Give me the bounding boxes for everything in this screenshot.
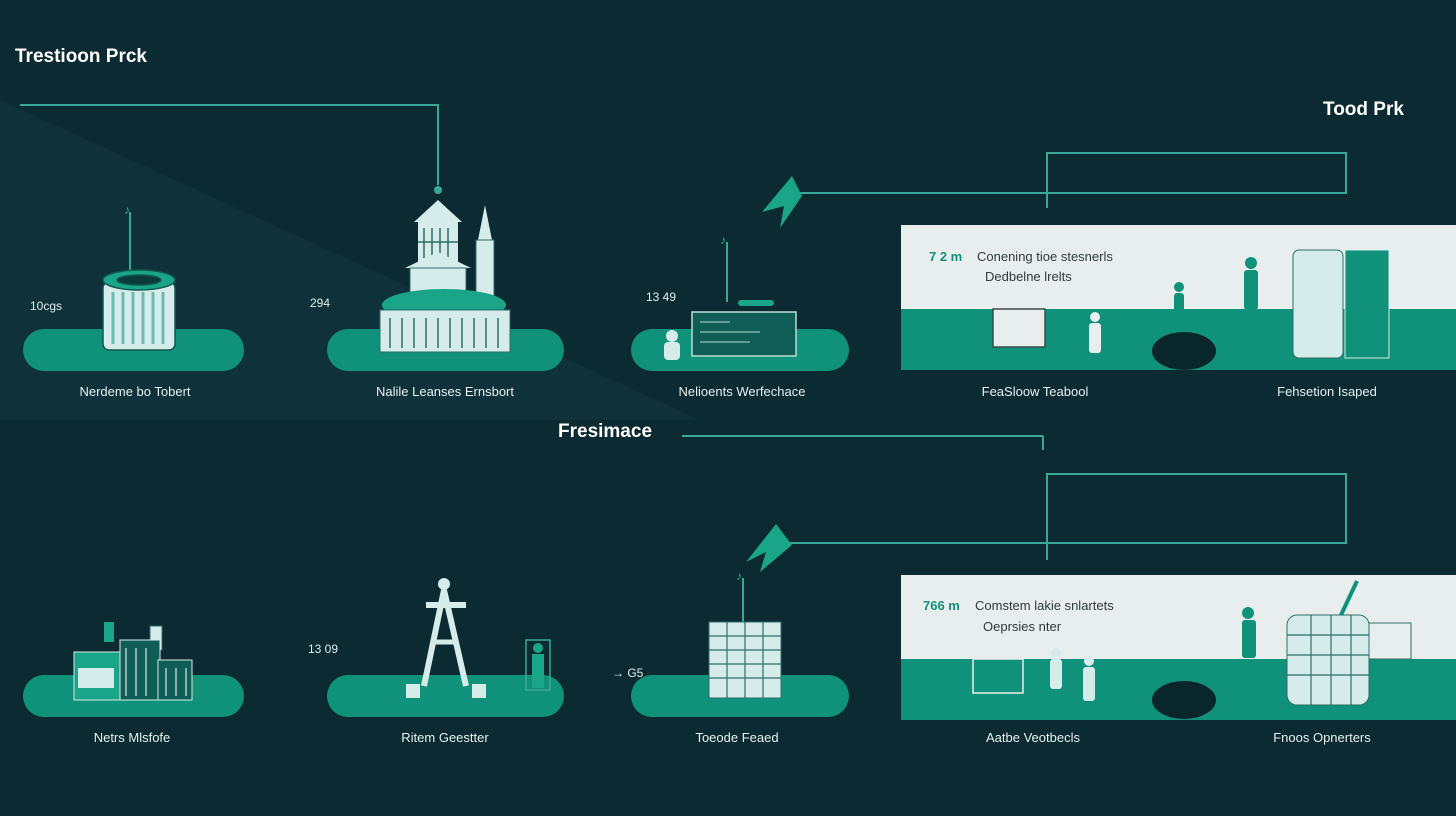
person-icon (1050, 648, 1062, 689)
office-desk-icon: ♪ (664, 233, 797, 360)
office-building-icon: ♪ (708, 569, 782, 699)
panel-accent-value: 7 2 m (929, 249, 963, 264)
panel-illustration (992, 249, 1390, 359)
person-icon (1242, 607, 1256, 658)
connector-node (434, 186, 442, 194)
water-tower-icon: ♪ (102, 203, 176, 351)
person-icon (1083, 656, 1095, 701)
tower-icon (1368, 622, 1412, 660)
tower-icon (1286, 614, 1370, 706)
station-caption: Nelioents Werfechace (678, 384, 806, 399)
arrow-flag-icon (762, 176, 802, 228)
svg-text:♪: ♪ (124, 203, 130, 217)
station-caption: Nalile Leanses Ernsbort (375, 384, 515, 399)
crane-icon (1339, 580, 1359, 616)
station-caption: Netrs Mlsfofe (93, 730, 171, 745)
station-number: 294 (310, 296, 331, 310)
panel-caption-left: Aatbe Veotbecls (986, 730, 1080, 745)
panel-hole (1152, 681, 1216, 719)
tower-icon (1344, 249, 1390, 359)
station-caption: Toeode Feaed (695, 730, 779, 745)
info-panel: 766 m Comstem lakie snlartets Oeprsies n… (901, 575, 1456, 720)
whiteboard-icon (972, 658, 1024, 694)
station-caption: Nerdeme bo Tobert (79, 384, 191, 399)
connector-top-left (20, 104, 439, 185)
title-top-left: Trestioon Prck (15, 46, 147, 67)
title-top-right: Tood Prk (1323, 99, 1404, 120)
station-number: 13 09 (308, 642, 339, 656)
person-icon (1174, 282, 1184, 313)
svg-text:♪: ♪ (720, 233, 726, 247)
panel-text-line1: Comstem lakie snlartets (975, 598, 1114, 613)
station-number: 10cgs (30, 299, 63, 313)
station-caption: Ritem Geestter (401, 730, 489, 745)
oil-derrick-icon (406, 578, 551, 698)
station-number: → G5 (612, 666, 644, 680)
panel-text-line2: Oeprsies nter (983, 619, 1062, 634)
panel-hole (1152, 332, 1216, 370)
station-number: 13 49 (646, 290, 677, 304)
connector-top-right (800, 152, 1347, 208)
panel-text-line2: Dedbelne lrelts (985, 269, 1072, 284)
title-middle: Fresimace (558, 421, 653, 442)
person-icon (1089, 312, 1101, 353)
palace-icon (379, 200, 511, 353)
panel-text-line1: Conening tioe stesnerls (977, 249, 1113, 264)
whiteboard-icon (992, 308, 1046, 348)
panel-illustration (972, 580, 1412, 706)
tower-icon (1292, 249, 1344, 359)
person-icon (1244, 257, 1258, 310)
svg-text:♪: ♪ (736, 569, 742, 583)
panel-caption-right: Fehsetion Isaped (1277, 384, 1377, 399)
panel-accent-value: 766 m (923, 598, 960, 613)
arrow-flag-icon (746, 524, 792, 572)
panel-caption-left: FeaSloow Teabool (981, 384, 1089, 399)
connector-lines (20, 104, 1347, 560)
panel-caption-right: Fnoos Opnerters (1273, 730, 1371, 745)
connector-bottom-right (790, 473, 1347, 560)
info-panel: 7 2 m Conening tioe stesnerls Dedbelne l… (901, 225, 1456, 370)
factory-icon (73, 622, 193, 701)
